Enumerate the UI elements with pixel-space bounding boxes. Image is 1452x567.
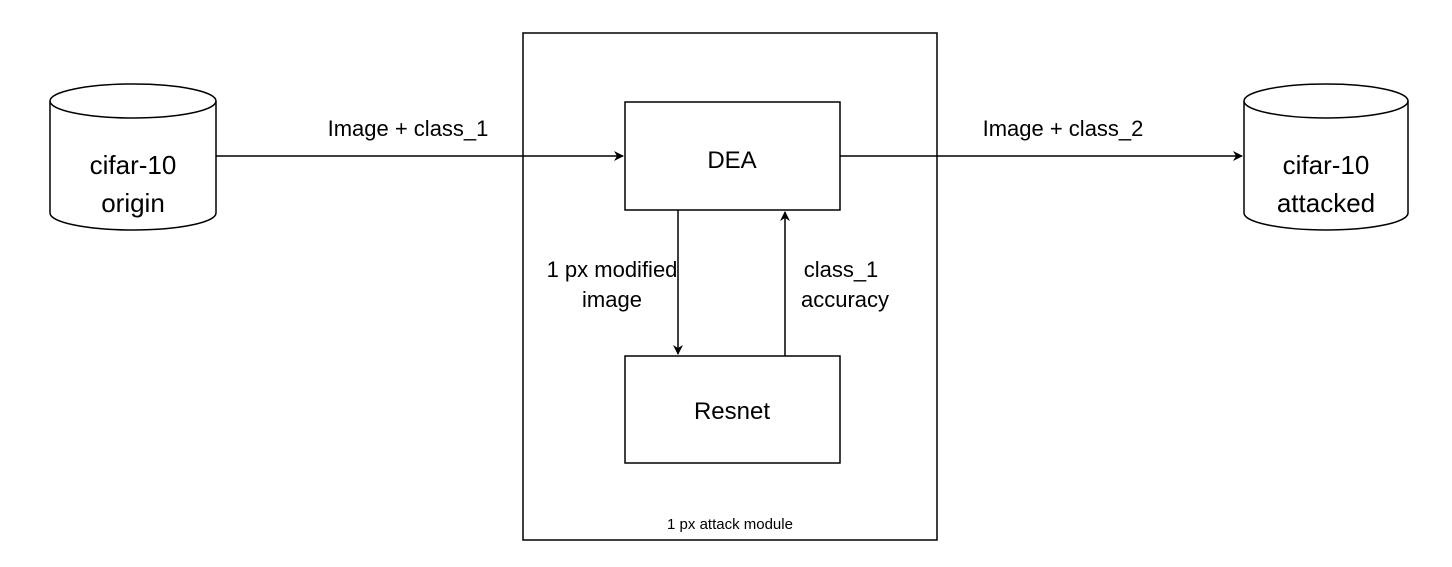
target-database-top: [1243, 83, 1409, 119]
edge-dea-to-resnet[interactable]: 1 px modified image: [547, 210, 683, 355]
resnet-node[interactable]: Resnet: [624, 355, 841, 464]
source-database-label-line2: origin: [101, 188, 165, 218]
edge-dea-to-target[interactable]: Image + class_2: [840, 116, 1243, 161]
edge-resnet-to-dea-label-line2: accuracy: [801, 287, 889, 312]
target-database-label-line1: cifar-10: [1283, 150, 1370, 180]
edge-dea-to-resnet-label-line1: 1 px modified: [547, 257, 678, 282]
edge-resnet-to-dea-label-line1: class_1: [804, 257, 879, 282]
dea-node[interactable]: DEA: [624, 101, 841, 211]
edge-dea-to-resnet-label-line2: image: [582, 287, 642, 312]
target-database-label-line2: attacked: [1277, 188, 1375, 218]
source-database-label-line1: cifar-10: [90, 150, 177, 180]
source-database-node[interactable]: cifar-10 origin: [49, 83, 217, 231]
target-database-icon: [1243, 101, 1409, 231]
edge-dea-to-target-label: Image + class_2: [983, 116, 1144, 141]
target-database-node[interactable]: cifar-10 attacked: [1243, 83, 1409, 231]
edge-source-to-dea-label: Image + class_1: [328, 116, 489, 141]
edge-source-to-dea[interactable]: Image + class_1: [216, 116, 624, 161]
source-database-icon: [49, 101, 217, 231]
edge-resnet-to-dea[interactable]: class_1 accuracy: [780, 211, 889, 356]
resnet-label: Resnet: [694, 398, 770, 425]
source-database-top: [49, 83, 217, 119]
dea-label: DEA: [707, 147, 756, 174]
attack-module-label: 1 px attack module: [667, 516, 793, 533]
